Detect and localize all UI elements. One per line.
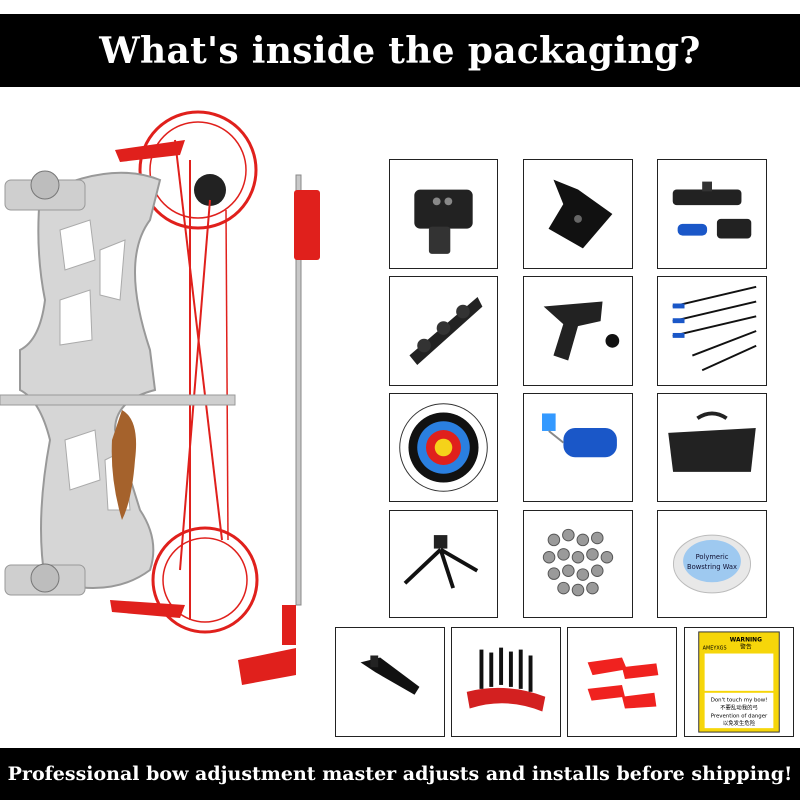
footer-banner: Professional bow adjustment master adjus… [0, 748, 800, 800]
arrows-icon [672, 285, 757, 372]
sight-pin-icon [414, 189, 473, 254]
item-laser-sight-kit [657, 159, 767, 269]
item-arrow-rest [523, 276, 633, 386]
item-bow-stand [389, 510, 498, 618]
small-bracket-icon [360, 655, 420, 695]
hex-key-tool-icon [466, 647, 546, 712]
svg-text:Polymeric: Polymeric [696, 553, 729, 561]
footer-text: Professional bow adjustment master adjus… [7, 763, 793, 785]
title-banner: What's inside the packaging? [0, 14, 800, 87]
warning-card-icon: WARNING 警告 AMEYXGS Don't touch my bow! 不… [698, 631, 780, 733]
item-stabilizer [389, 276, 498, 386]
svg-text:WARNING: WARNING [730, 638, 762, 644]
arrow-rest-icon [543, 301, 620, 361]
item-warning-card: WARNING 警告 AMEYXGS Don't touch my bow! 不… [684, 627, 794, 737]
stabilizer-icon [409, 296, 483, 366]
page-title: What's inside the packaging? [99, 29, 701, 72]
item-steel-balls [523, 510, 633, 618]
item-sight-pin [389, 159, 498, 269]
svg-text:以免发生危险: 以免发生危险 [723, 719, 756, 727]
item-string-wax: Polymeric Bowstring Wax [657, 510, 767, 618]
item-red-clips [567, 627, 677, 737]
wrist-sling-icon [542, 413, 617, 458]
item-bracket-mount [523, 159, 633, 269]
string-wax-icon: Polymeric Bowstring Wax [672, 534, 752, 594]
bracket-mount-icon [548, 179, 613, 249]
compound-bow-image [0, 100, 340, 700]
item-hex-key-tool [451, 627, 561, 737]
laser-sight-kit-icon [672, 181, 752, 239]
red-clips-icon [587, 657, 659, 709]
quiver-bag-icon [668, 411, 756, 472]
svg-text:不要乱动我的弓: 不要乱动我的弓 [720, 703, 758, 711]
svg-text:警告: 警告 [740, 643, 752, 651]
svg-text:Prevention of danger: Prevention of danger [711, 713, 768, 719]
item-small-bracket [335, 627, 445, 737]
target-face-icon [399, 403, 488, 492]
svg-text:AMEYXGS: AMEYXGS [703, 646, 727, 652]
svg-text:Don't touch my bow!: Don't touch my bow! [711, 698, 768, 704]
item-wrist-sling [523, 393, 633, 502]
item-quiver-bag [657, 393, 767, 502]
svg-text:Bowstring Wax: Bowstring Wax [687, 563, 737, 571]
steel-balls-icon [542, 528, 614, 597]
item-arrows [657, 276, 767, 386]
item-target-face [389, 393, 498, 502]
bow-stand-icon [403, 535, 479, 589]
